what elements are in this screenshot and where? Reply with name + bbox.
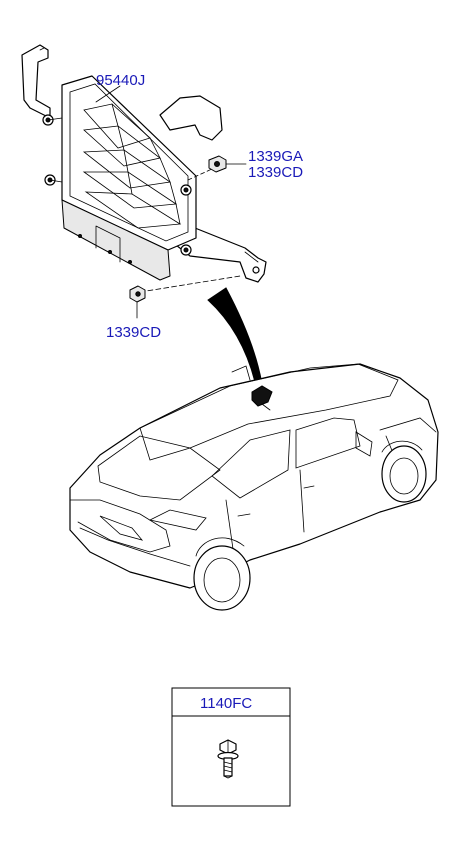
upper-nut-icon [208, 155, 247, 173]
ecu-assembly [21, 44, 267, 293]
part-label-nut-upper-1: 1339GA [248, 148, 303, 165]
part-label-bolt: 1140FC [200, 695, 252, 712]
car-illustration [69, 363, 439, 611]
part-label-nut-upper-2: 1339CD [248, 164, 303, 181]
bolt-callout-box: 1140FC [171, 687, 291, 807]
lower-nut-icon [129, 285, 146, 319]
part-label-nut-lower: 1339CD [106, 324, 161, 341]
part-label-ecu: 95440J [96, 72, 145, 89]
ecu-leader-line [95, 85, 121, 103]
flange-bolt-icon [217, 739, 239, 779]
